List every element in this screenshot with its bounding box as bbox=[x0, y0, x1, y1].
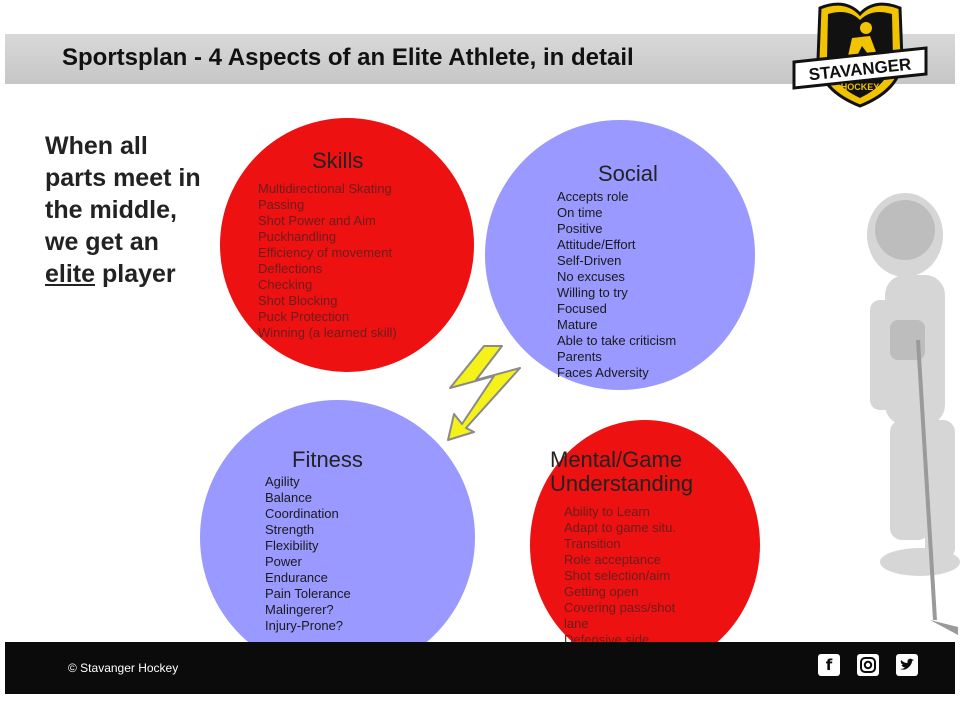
list-item: Focused bbox=[557, 301, 607, 316]
intro-emphasis: elite bbox=[45, 260, 96, 288]
list-item: Passing bbox=[258, 197, 305, 212]
list-item: Power bbox=[265, 554, 302, 569]
list-item: Positive bbox=[557, 221, 603, 236]
list-item: Injury-Prone? bbox=[265, 618, 344, 633]
twitter-icon[interactable] bbox=[896, 654, 918, 676]
list-item: Transition bbox=[564, 536, 621, 551]
list-item: Puck Protection bbox=[258, 309, 350, 324]
intro-text: When all parts meet in the middle, we ge… bbox=[45, 130, 215, 290]
list-item: lane bbox=[564, 616, 589, 631]
list-item: Accepts role bbox=[557, 189, 629, 204]
list-item: Shot selection/aim bbox=[564, 568, 671, 583]
fitness-title: Fitness bbox=[292, 447, 363, 472]
mental-title: Mental/Game Understanding bbox=[550, 448, 693, 496]
list-item: Shot Power and Aim bbox=[258, 213, 376, 228]
list-item: Puckhandling bbox=[258, 229, 337, 244]
list-item: Attitude/Effort bbox=[557, 237, 636, 252]
list-item: Winning (a learned skill) bbox=[258, 325, 397, 340]
list-item: Faces Adversity bbox=[557, 365, 649, 380]
list-item: Covering pass/shot bbox=[564, 600, 676, 615]
facebook-icon[interactable]: f bbox=[818, 654, 840, 676]
mental-title-line2: Understanding bbox=[550, 471, 694, 496]
footer-bar bbox=[5, 642, 955, 694]
list-item: Efficiency of movement bbox=[258, 245, 393, 260]
lightning-bolt-icon bbox=[447, 345, 521, 441]
list-item: Ability to Learn bbox=[564, 504, 650, 519]
instagram-icon[interactable] bbox=[857, 654, 879, 676]
list-item: Able to take criticism bbox=[557, 333, 677, 348]
copyright-text: © Stavanger Hockey bbox=[68, 661, 179, 675]
social-title: Social bbox=[598, 161, 658, 186]
mental-circle bbox=[530, 420, 760, 670]
skills-title: Skills bbox=[312, 148, 364, 173]
page-title: Sportsplan - 4 Aspects of an Elite Athle… bbox=[62, 44, 634, 71]
list-item: Malingerer? bbox=[265, 602, 334, 617]
intro-before: When all parts meet in the middle, we ge… bbox=[45, 132, 201, 256]
list-item: No excuses bbox=[557, 269, 625, 284]
hockey-player-image bbox=[867, 193, 960, 635]
fitness-list: Agility Balance Coordination Strength Fl… bbox=[265, 474, 351, 634]
intro-after: player bbox=[101, 260, 176, 288]
list-item: Agility bbox=[265, 474, 300, 489]
list-item: Getting open bbox=[564, 584, 639, 599]
list-item: Coordination bbox=[265, 506, 339, 521]
mental-list: Ability to Learn Adapt to game situ. Tra… bbox=[564, 504, 676, 648]
skills-list: Multidirectional Skating Passing Shot Po… bbox=[258, 181, 397, 341]
stavanger-hockey-logo: STAVANGER HOCKEY bbox=[792, 2, 928, 108]
list-item: Parents bbox=[557, 349, 602, 364]
list-item: Deflections bbox=[258, 261, 323, 276]
social-list: Accepts role On time Positive Attitude/E… bbox=[557, 189, 676, 381]
list-item: Endurance bbox=[265, 570, 328, 585]
list-item: Multidirectional Skating bbox=[258, 181, 392, 196]
mental-title-line1: Mental/Game bbox=[550, 447, 683, 472]
list-item: Balance bbox=[265, 490, 312, 505]
list-item: Pain Tolerance bbox=[265, 586, 351, 601]
list-item: Adapt to game situ. bbox=[564, 520, 677, 535]
list-item: On time bbox=[557, 205, 603, 220]
list-item: Checking bbox=[258, 277, 313, 292]
fitness-circle bbox=[200, 400, 475, 675]
list-item: Role acceptance bbox=[564, 552, 661, 567]
list-item: Willing to try bbox=[557, 285, 628, 300]
list-item: Mature bbox=[557, 317, 598, 332]
list-item: Shot Blocking bbox=[258, 293, 338, 308]
social-circle bbox=[485, 120, 755, 390]
list-item: Strength bbox=[265, 522, 315, 537]
list-item: Flexibility bbox=[265, 538, 319, 553]
list-item: Self-Driven bbox=[557, 253, 622, 268]
skills-circle bbox=[220, 118, 474, 372]
logo-subtitle: HOCKEY bbox=[841, 82, 880, 92]
